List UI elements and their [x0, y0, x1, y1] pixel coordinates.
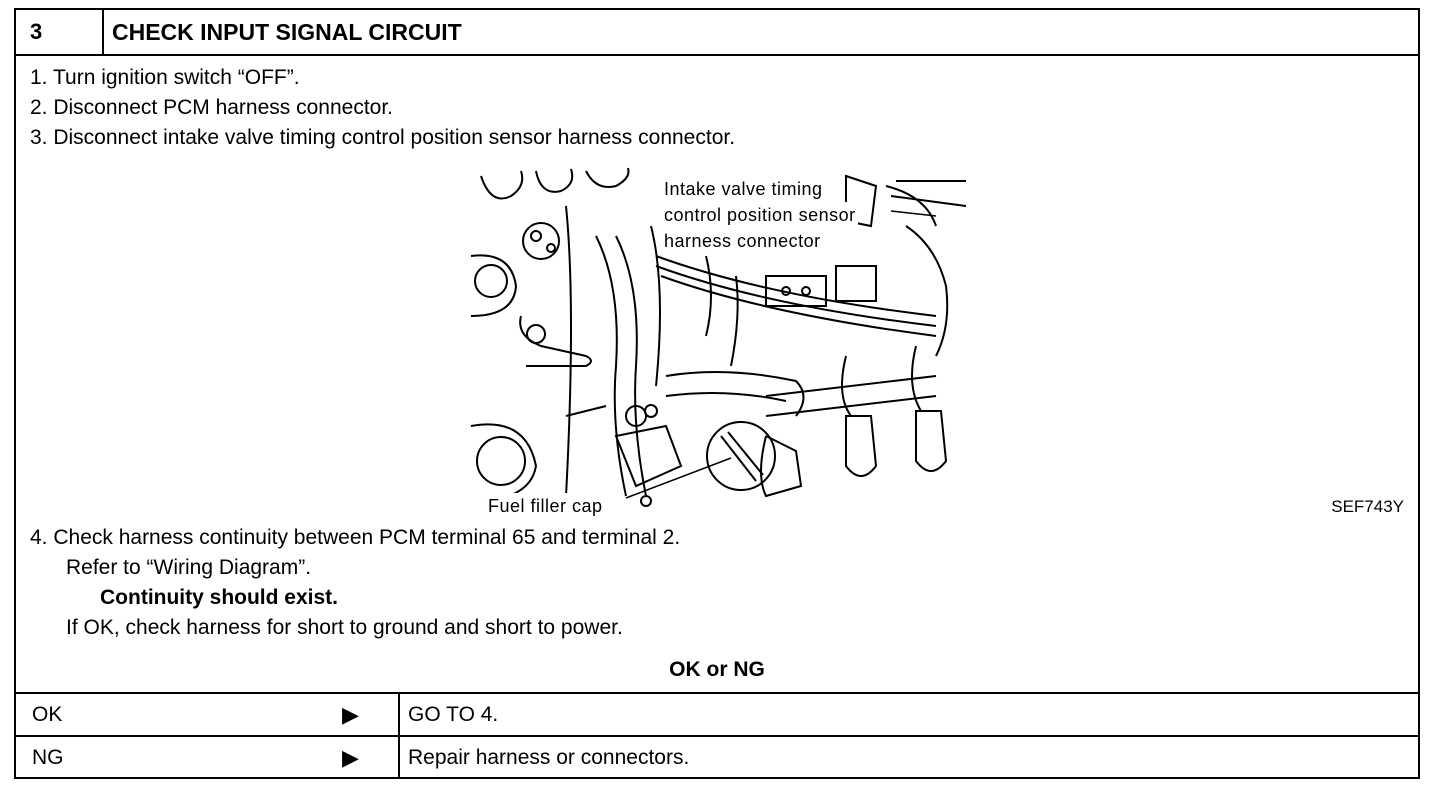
- fuel-filler-cap-label: Fuel filler cap: [486, 493, 605, 519]
- result-action: Repair harness or connectors.: [408, 746, 690, 769]
- step-2: 2. Disconnect PCM harness connector.: [30, 96, 394, 119]
- step-4-reference: Refer to “Wiring Diagram”.: [66, 556, 312, 579]
- step-title: CHECK INPUT SIGNAL CIRCUIT: [112, 19, 462, 45]
- step-4: 4. Check harness continuity between PCM …: [30, 526, 681, 549]
- result-row-ng: NG ▶ Repair harness or connectors.: [16, 735, 1418, 778]
- arrow-right-icon: ▶: [342, 702, 359, 727]
- column-divider: [398, 737, 400, 778]
- engine-drawing: [470, 167, 967, 507]
- result-action: GO TO 4.: [408, 703, 499, 726]
- result-condition: OK: [32, 703, 63, 726]
- connector-label-line-2: control position sensor: [662, 202, 858, 228]
- result-row-ok: OK ▶ GO TO 4.: [16, 692, 1418, 735]
- result-condition: NG: [32, 746, 64, 769]
- connector-label-line-1: Intake valve timing: [662, 176, 825, 202]
- decision-label: OK or NG: [669, 658, 765, 681]
- engine-bay-illustration: Intake valve timing control position sen…: [466, 166, 967, 519]
- step-number: 3: [16, 10, 104, 54]
- step-3: 3. Disconnect intake valve timing contro…: [30, 126, 736, 149]
- arrow-right-icon: ▶: [342, 745, 359, 770]
- step-4-note: If OK, check harness for short to ground…: [66, 616, 623, 639]
- column-divider: [398, 694, 400, 735]
- step-4-expectation: Continuity should exist.: [100, 586, 339, 609]
- figure-code: SEF743Y: [1331, 497, 1404, 516]
- step-header: 3 CHECK INPUT SIGNAL CIRCUIT: [16, 10, 1418, 56]
- inspection-step-table: 3 CHECK INPUT SIGNAL CIRCUIT 1. Turn ign…: [14, 8, 1420, 779]
- connector-label-line-3: harness connector: [662, 228, 823, 254]
- step-1: 1. Turn ignition switch “OFF”.: [30, 66, 300, 89]
